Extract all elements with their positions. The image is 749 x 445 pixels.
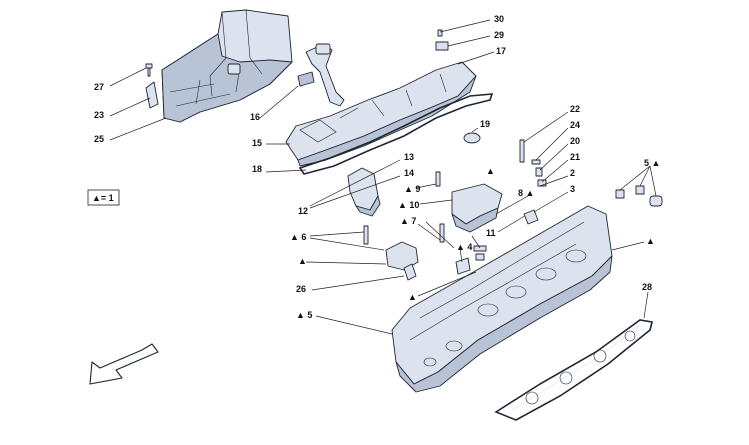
- chain-guide-cover: [385, 241, 419, 281]
- callout-label-c20: 20: [570, 136, 580, 146]
- ignition-coil: [297, 43, 345, 107]
- caps-5: [615, 185, 663, 207]
- cylinder-head: [391, 205, 613, 393]
- callout-label-c26: 26: [296, 284, 306, 294]
- head-gasket: [494, 319, 653, 421]
- callout-label-c30: 30: [494, 14, 504, 24]
- callout-label-c8: 8 ▲: [518, 188, 534, 198]
- callout-label-c5a: 5 ▲: [644, 158, 660, 168]
- bolt-11: [473, 245, 487, 261]
- callout-label-c5b: ▲ 5: [296, 310, 312, 320]
- callout-label-c19: 19: [480, 119, 490, 129]
- callout-label-c6: ▲ 6: [290, 232, 306, 242]
- bolt-6: [363, 225, 369, 245]
- callout-label-c24: 24: [570, 120, 580, 130]
- stud-8: [497, 213, 529, 233]
- legend: ▲= 1: [87, 189, 120, 206]
- callout-label-c29: 29: [494, 30, 504, 40]
- callout-label-c17: 17: [496, 46, 506, 56]
- callout-label-c23: 23: [94, 110, 104, 120]
- bushing-20: [535, 167, 543, 177]
- callout-label-ctri3: ▲: [646, 236, 655, 246]
- callout-label-ctri2: ▲: [298, 256, 307, 266]
- plug-3: [523, 209, 539, 225]
- port-row: [423, 249, 587, 367]
- callout-label-c13: 13: [404, 152, 414, 162]
- seal-19: [463, 132, 481, 144]
- block-4: [455, 257, 471, 275]
- callout-label-c4: ▲ 4: [456, 242, 472, 252]
- direction-arrow-icon: [89, 343, 159, 385]
- leader-lines: [109, 19, 657, 335]
- washer-24: [531, 159, 541, 165]
- clip-bracket-23: [145, 81, 159, 109]
- support-bracket: [435, 171, 503, 233]
- screw-27: [145, 63, 153, 77]
- callout-label-c16: 16: [250, 112, 260, 122]
- legend-box: [87, 189, 120, 206]
- bolt-7: [439, 223, 445, 243]
- callout-label-c2: 2: [570, 168, 575, 178]
- legend-text: ▲= 1: [92, 193, 114, 203]
- callout-label-c28: 28: [642, 282, 652, 292]
- callout-label-c15: 15: [252, 138, 262, 148]
- callout-label-c18: 18: [252, 164, 262, 174]
- callout-label-c11: 11: [486, 228, 496, 238]
- callout-label-c3: 3: [570, 184, 575, 194]
- callout-label-c14: 14: [404, 168, 414, 178]
- actuator-assembly: [347, 167, 381, 217]
- callout-label-c27: 27: [94, 82, 104, 92]
- cover-gasket-18: [298, 93, 494, 175]
- callout-label-ctri1: ▲: [486, 166, 495, 176]
- callout-label-c12: 12: [298, 206, 308, 216]
- callout-label-ctri4: ▲: [408, 292, 417, 302]
- callout-label-c7: ▲ 7: [400, 216, 416, 226]
- plug-21: [537, 179, 547, 187]
- callout-label-c25: 25: [94, 134, 104, 144]
- bolt-22: [519, 139, 525, 163]
- heat-shield: [161, 9, 293, 123]
- callout-label-c9: ▲ 9: [404, 184, 420, 194]
- callout-label-c22: 22: [570, 104, 580, 114]
- callout-label-c21: 21: [570, 152, 580, 162]
- callout-label-c10: ▲ 10: [398, 200, 419, 210]
